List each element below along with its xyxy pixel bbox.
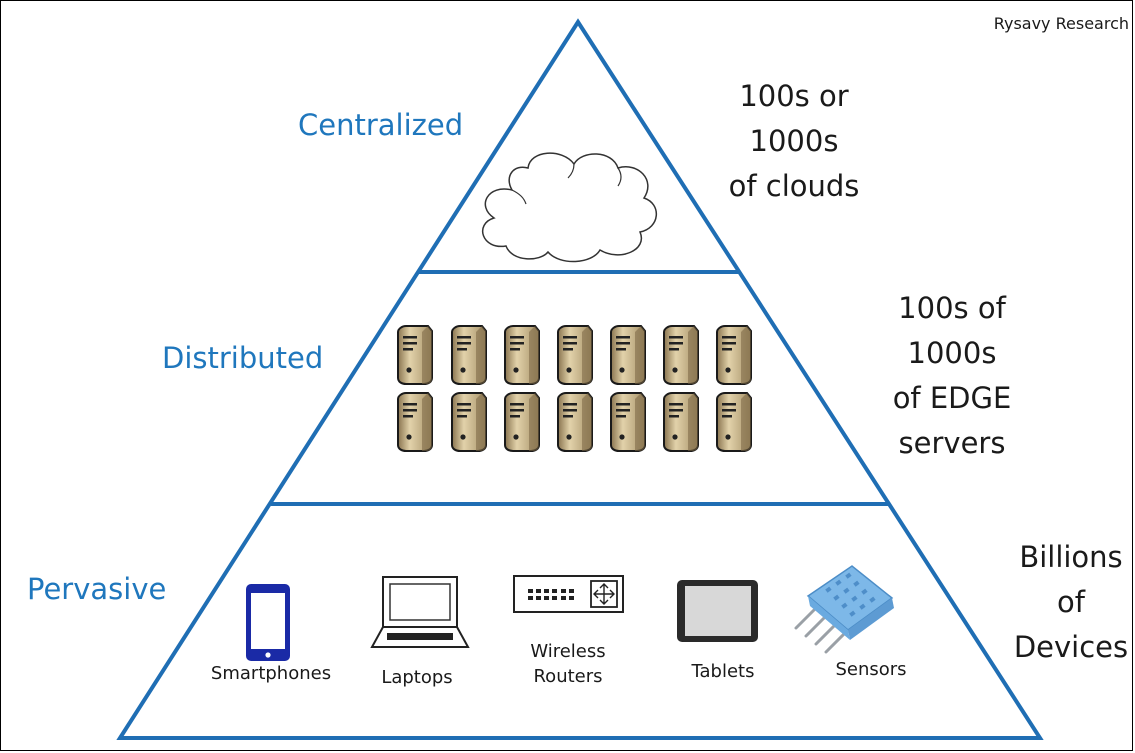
tablet-icon <box>677 580 758 642</box>
server-icon <box>716 325 752 385</box>
device-label-smartphones: Smartphones <box>198 661 344 686</box>
server-grid <box>397 325 752 452</box>
device-label-wireless-routers: Wireless Routers <box>510 639 626 689</box>
device-label-line: Smartphones <box>210 663 332 684</box>
count-line: Devices <box>1013 630 1129 664</box>
device-label-sensors: Sensors <box>818 657 924 682</box>
smartphone-icon <box>246 584 290 661</box>
count-distributed: 100s of 1000s of EDGE servers <box>874 286 1030 466</box>
credit-label: Rysavy Research <box>993 14 1129 33</box>
tier-label-pervasive: Pervasive <box>27 572 167 606</box>
server-icon <box>663 392 699 452</box>
device-label-line: Wireless <box>530 641 606 662</box>
count-line: 100s of <box>898 291 1006 325</box>
server-icon <box>397 325 433 385</box>
sensor-icon <box>794 565 894 654</box>
tier-label-distributed: Distributed <box>162 341 324 375</box>
server-icon <box>451 392 487 452</box>
server-icon <box>451 325 487 385</box>
count-line: of EDGE <box>892 381 1012 415</box>
server-icon <box>610 325 646 385</box>
count-line: 1000s <box>907 336 997 370</box>
server-icon <box>557 325 593 385</box>
laptop-icon <box>370 576 470 648</box>
count-line: Billions <box>1019 540 1123 574</box>
device-label-laptops: Laptops <box>364 665 470 690</box>
count-pervasive: Billions of Devices <box>1008 535 1134 670</box>
router-icon <box>513 575 624 613</box>
count-line: servers <box>898 426 1006 460</box>
server-icon <box>397 392 433 452</box>
cloud-icon <box>482 152 657 263</box>
count-line: of clouds <box>728 169 860 203</box>
server-icon <box>716 392 752 452</box>
count-line: 100s or <box>739 79 849 113</box>
server-icon <box>557 392 593 452</box>
device-label-line: Laptops <box>381 667 453 688</box>
server-icon <box>610 392 646 452</box>
count-centralized: 100s or 1000s of clouds <box>716 74 872 209</box>
device-label-line: Routers <box>533 666 603 687</box>
server-icon <box>504 392 540 452</box>
pyramid-outline <box>116 18 1044 740</box>
device-label-tablets: Tablets <box>670 659 776 684</box>
count-line: 1000s <box>749 124 839 158</box>
server-icon <box>504 325 540 385</box>
device-label-line: Tablets <box>691 661 755 682</box>
device-label-line: Sensors <box>835 659 907 680</box>
count-line: of <box>1057 585 1085 619</box>
tier-label-centralized: Centralized <box>298 108 464 142</box>
server-icon <box>663 325 699 385</box>
